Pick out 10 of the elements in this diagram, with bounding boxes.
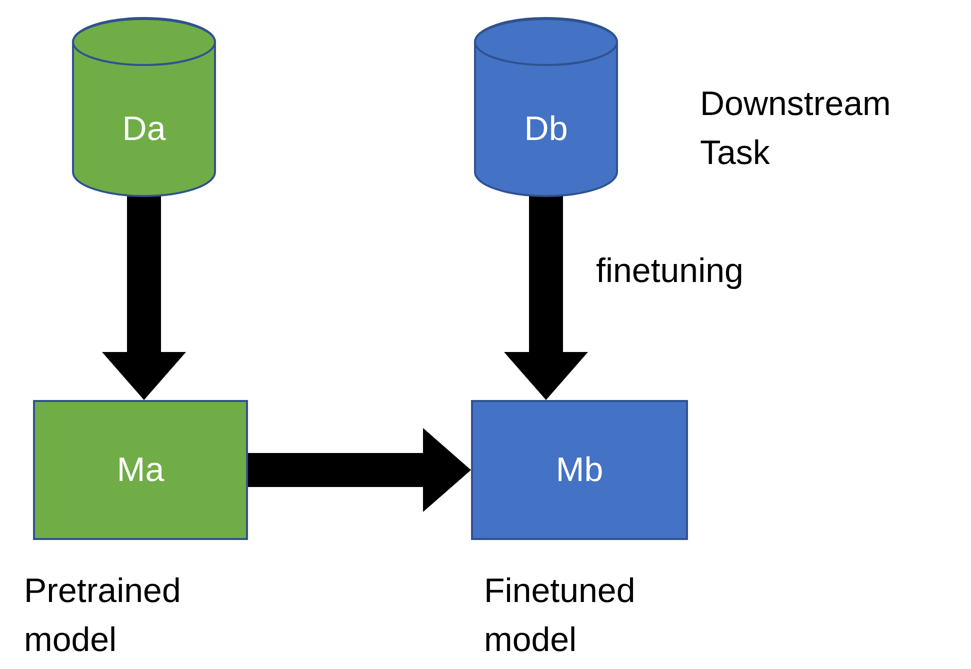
node-label: Da bbox=[121, 109, 167, 149]
node-label: Ma bbox=[116, 450, 166, 490]
node-label: Mb bbox=[554, 450, 604, 490]
node-label: Db bbox=[523, 109, 569, 149]
block-arrow bbox=[248, 428, 471, 512]
node-caption: Pretrained model bbox=[24, 571, 182, 662]
node-caption: Finetuned model bbox=[484, 571, 636, 662]
block-arrow bbox=[102, 196, 186, 400]
node-caption: Downstream Task bbox=[700, 84, 892, 174]
block-arrow bbox=[504, 196, 588, 400]
